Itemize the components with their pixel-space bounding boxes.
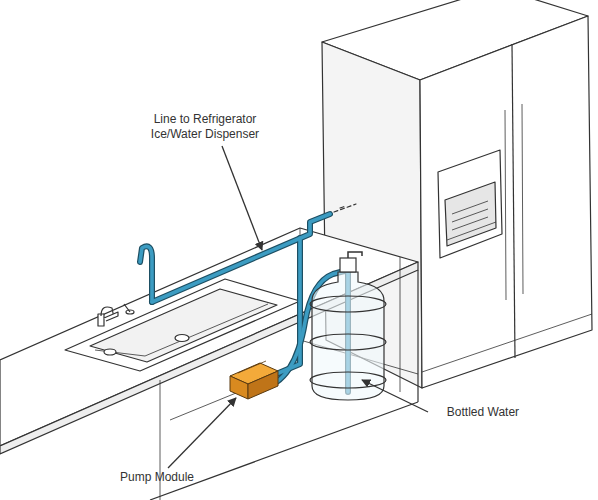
callout-label: Line to Refrigerator Ice/Water Dispenser xyxy=(140,112,270,142)
callout-label: Pump Module xyxy=(102,470,212,485)
leader-lines xyxy=(168,146,428,468)
pump-module xyxy=(230,361,278,399)
counter xyxy=(0,228,418,500)
callout-label: Bottled Water xyxy=(428,405,538,420)
sink xyxy=(65,279,300,371)
water-bottle xyxy=(310,252,386,400)
